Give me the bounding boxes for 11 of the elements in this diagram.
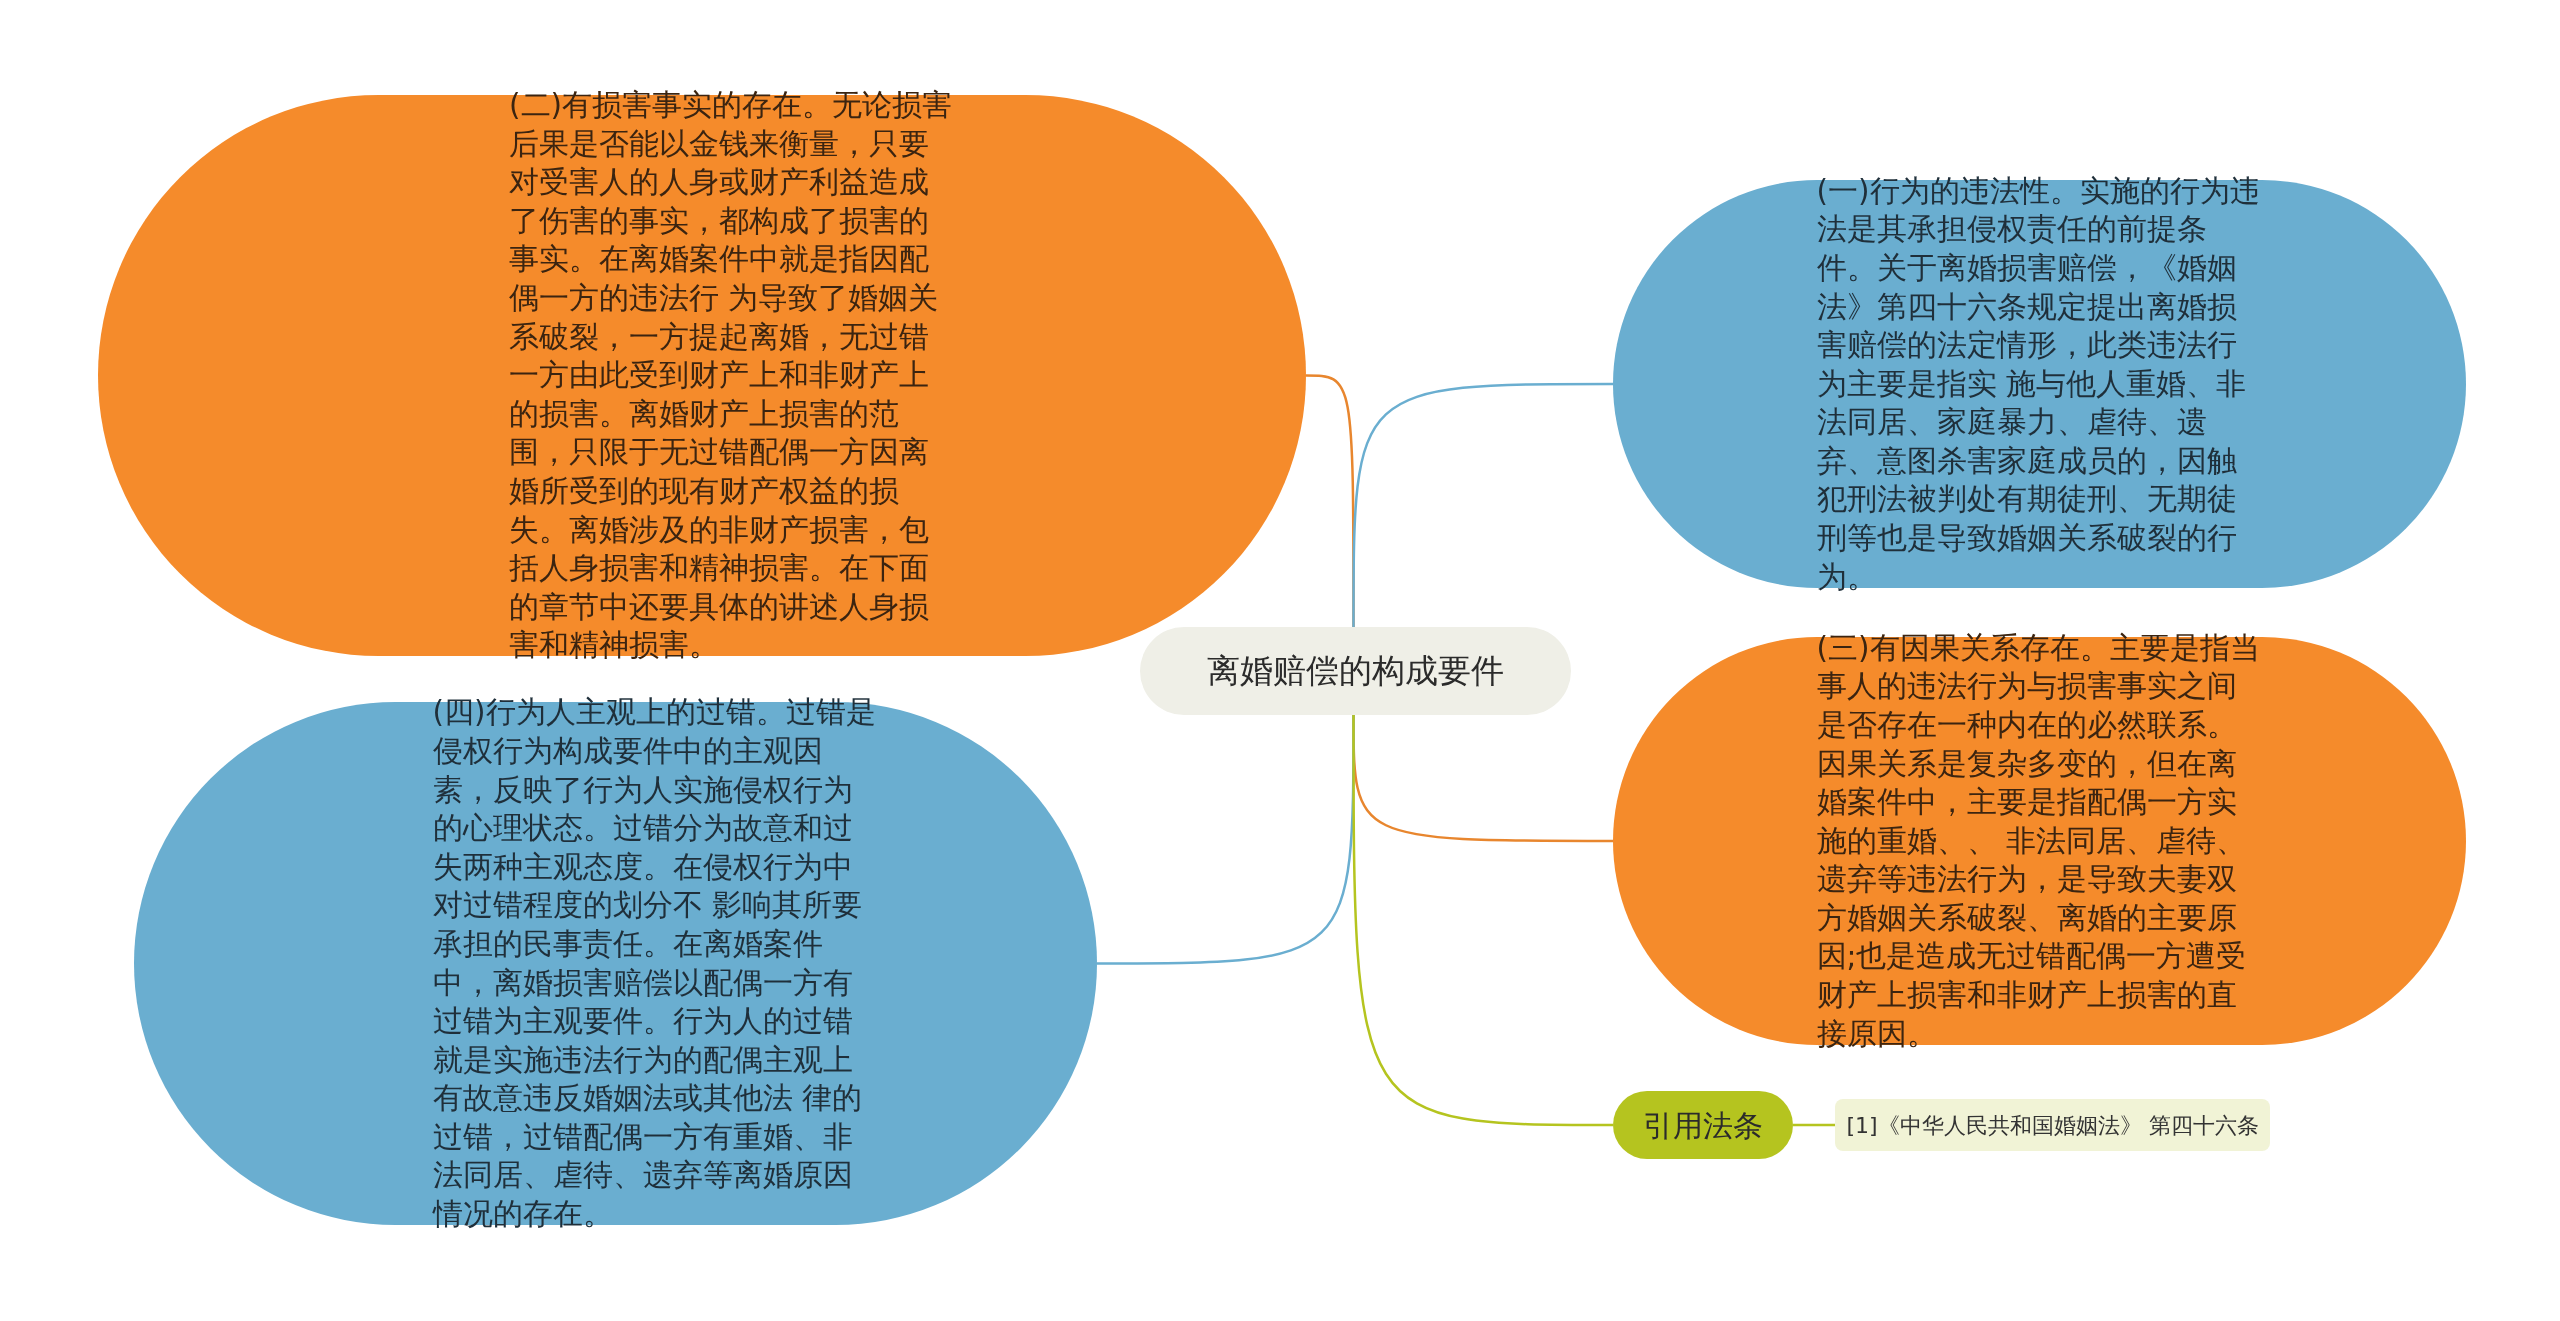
- node-text: 离婚赔偿的构成要件: [1207, 650, 1504, 693]
- node-text: [1]《中华人民共和国婚姻法》 第四十六条: [1846, 1111, 2259, 1140]
- reference-note: [1835, 1099, 2270, 1151]
- connector: [1352, 382, 1613, 627]
- connector: [1352, 715, 1613, 1127]
- connector: [1793, 1123, 1835, 1127]
- node-text: (一)行为的违法性。实施的行为违法是其承担侵权责任的前提条件。关于离婚损害赔偿，《婚姻法》第四十六条规定提出离婚损害赔偿的法定情形，此类违法行为主要是指实 施与他人重婚、非法同居、家庭暴力、虐待、遗弃、意图杀害家庭成员的，因触犯刑法被判处有期徒刑、无期徒刑等也是导致婚姻关系破裂的行为。: [1816, 172, 2261, 596]
- node-text: (三)有因果关系存在。主要是指当事人的违法行为与损害事实之间是否存在一种内在的必然联系。因果关系是复杂多变的，但在离婚案件中，主要是指配偶一方实施的重婚、、 非法同居、虐待、遗弃等违法行为，是导致夫妻双方婚姻关系破裂、离婚的主要原因;也是造成无过错配偶一方遭受财产上损害和非财产上损害的直接原因。: [1816, 629, 2261, 1053]
- node-text: (二)有损害事实的存在。无论损害后果是否能以金钱来衡量，只要对受害人的人身或财产利益造成了伤害的事实，都构成了损害的事实。在离婚案件中就是指因配偶一方的违法行 为导致了婚姻关系破裂，一方提起离婚，无过错一方由此受到财产上和非财产上的损害。离婚财产上损害的范围，只限于无过错配偶一方因离婚所受到的现有财产权益的损失。离婚涉及的非财产损害，包括人身损害和精神损害。在下面的章节中还要具体的讲述人身损害和精神损害。: [509, 87, 954, 665]
- node-text: 引用法条: [1643, 1106, 1763, 1145]
- node-text: (四)行为人主观上的过错。过错是侵权行为构成要件中的主观因素，反映了行为人实施侵权行为的心理状态。过错分为故意和过失两种主观态度。在侵权行为中对过错程度的划分不 影响其所要承担的民事责任。在离婚案件中，离婚损害赔偿以配偶一方有过错为主观要件。行为人的过错就是实施违法行为的配偶主观上有故意违反婚姻法或其他法 律的过错，过错配偶一方有重婚、非法同居、虐待、遗弃等离婚原因情况的存在。: [432, 694, 877, 1234]
